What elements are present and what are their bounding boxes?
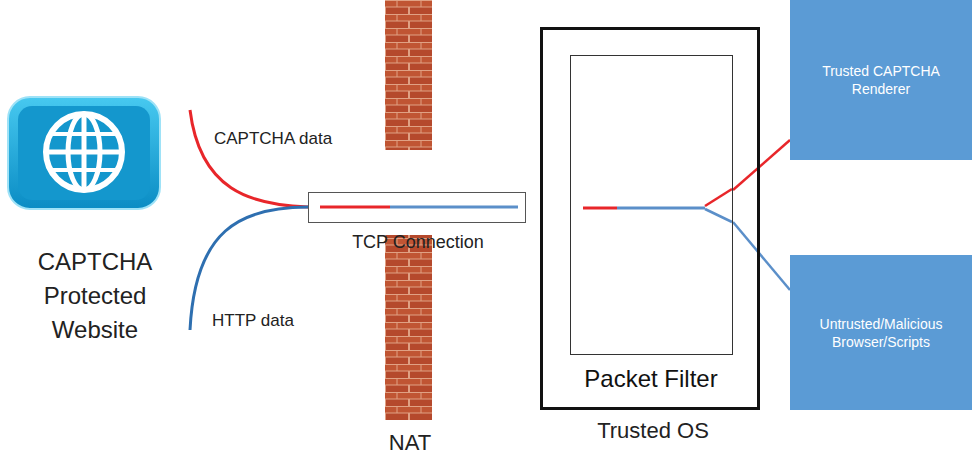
nat-label: NAT: [370, 430, 450, 456]
http-stream: [693, 207, 705, 210]
http-stream: [617, 207, 693, 210]
node-label: Packet Filter: [544, 364, 758, 394]
http-link: [733, 222, 790, 290]
captcha-stream: [583, 207, 617, 210]
node-label: CAPTCHA Protected Website: [0, 245, 190, 347]
globe-icon: [8, 97, 160, 209]
brick-wall: [385, 0, 432, 150]
captcha-stream: [320, 206, 390, 209]
brick-wall: [385, 235, 432, 420]
website-node: CAPTCHA Protected Website: [0, 70, 190, 350]
captcha-stream: [705, 189, 732, 206]
trusted-os-box: Trusted OSPacket Filter: [540, 27, 760, 410]
captcha-data-curve: [190, 110, 308, 207]
edge-label: CAPTCHA data: [212, 128, 334, 150]
node-label: Trusted CAPTCHA Renderer: [810, 62, 952, 98]
packet-filter-box: Packet Filter: [570, 55, 733, 355]
edge-label: HTTP data: [210, 310, 296, 332]
tcp-connection-box: TCP Connection: [308, 192, 526, 223]
node-label: TCP Connection: [289, 231, 547, 253]
renderer-box: Trusted CAPTCHA Renderer: [790, 0, 972, 160]
untrusted-browser-box: Untrusted/Malicious Browser/Scripts: [790, 255, 972, 410]
node-label: Untrusted/Malicious Browser/Scripts: [810, 315, 952, 351]
node-label: Trusted OS: [523, 418, 783, 444]
captcha-link: [733, 140, 790, 190]
http-stream: [705, 209, 732, 222]
http-stream: [390, 206, 518, 209]
